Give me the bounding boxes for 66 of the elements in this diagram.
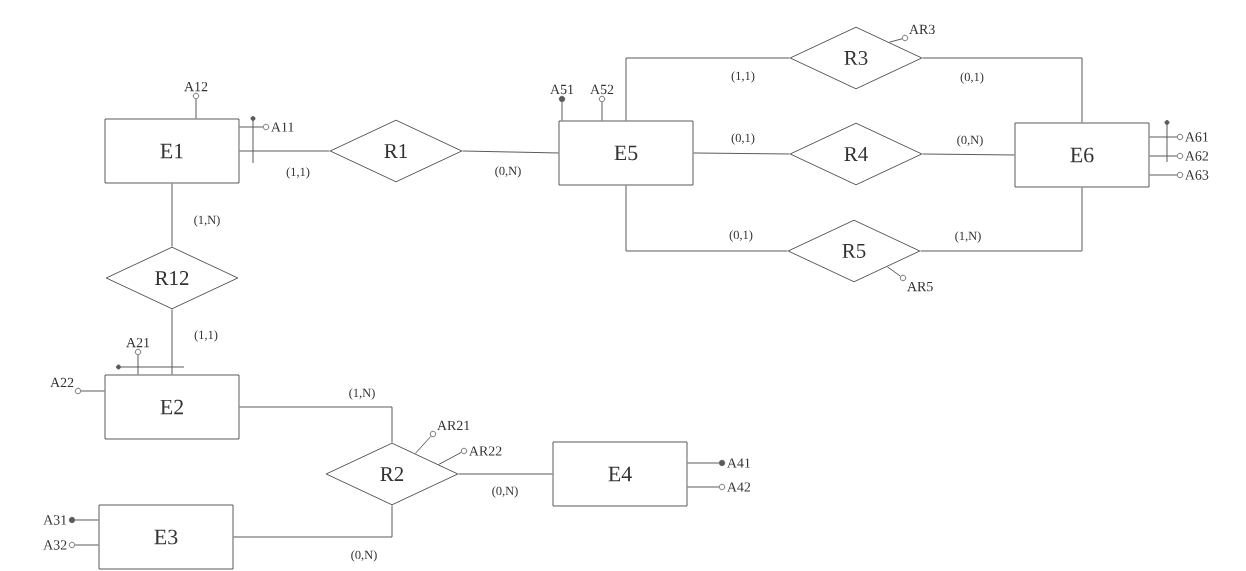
connector — [462, 150, 559, 154]
attribute-label: A21 — [126, 337, 150, 348]
attribute-line — [137, 354, 139, 375]
attribute-label: A22 — [50, 377, 74, 388]
cardinality-label: (0,N) — [957, 135, 983, 147]
attribute-line — [74, 544, 99, 546]
entity-box: E5 — [558, 120, 694, 186]
connector — [693, 152, 790, 155]
cardinality-label: (1,N) — [955, 231, 981, 243]
attribute-label: A32 — [43, 540, 67, 550]
attribute-line — [74, 519, 99, 521]
cardinality-label: (1,1) — [194, 330, 218, 342]
attribute-line — [1149, 155, 1178, 157]
attribute-label: AR21 — [437, 420, 470, 431]
cardinality-label: (1,1) — [286, 167, 310, 179]
connector — [922, 153, 1015, 156]
attribute-label: A61 — [1185, 132, 1209, 142]
cardinality-label: (0,1) — [731, 133, 755, 145]
cardinality-label: (0,1) — [729, 230, 753, 242]
connector — [458, 473, 553, 475]
attribute-line — [438, 451, 462, 466]
attribute-label: A51 — [550, 84, 574, 95]
attribute-label: A63 — [1185, 170, 1209, 180]
cardinality-label: (1,N) — [349, 388, 375, 400]
attribute-label: A12 — [184, 81, 208, 92]
attribute-line — [687, 462, 720, 464]
connector — [625, 185, 788, 252]
connector — [233, 505, 393, 538]
attribute-label: AR3 — [909, 24, 935, 35]
attribute-label: A42 — [727, 482, 751, 492]
cardinality-label: (0,N) — [495, 166, 521, 178]
attribute-label: AR22 — [469, 446, 502, 456]
attribute-label: A11 — [271, 122, 294, 132]
connector — [239, 406, 393, 443]
attribute-line — [886, 266, 901, 277]
cardinality-label: (1,1) — [731, 71, 755, 83]
attribute-label: A31 — [43, 515, 67, 525]
attribute-line — [1149, 136, 1178, 138]
attribute-line — [80, 390, 105, 392]
attribute-line — [561, 101, 563, 121]
attribute-line — [687, 486, 720, 488]
attribute-line — [888, 38, 903, 43]
attribute-label: A62 — [1185, 151, 1209, 161]
attribute-line — [414, 435, 432, 454]
entity-box: E3 — [98, 504, 234, 570]
connector — [171, 309, 173, 375]
cardinality-label: (1,N) — [194, 215, 220, 227]
cardinality-label: (0,N) — [492, 486, 518, 498]
connector — [171, 183, 173, 247]
attribute-label: A52 — [590, 84, 614, 95]
attribute-line — [239, 126, 264, 128]
entity-box: E2 — [104, 374, 240, 440]
cardinality-label: (0,1) — [960, 72, 984, 84]
attribute-label: AR5 — [907, 281, 933, 292]
entity-box: E6 — [1014, 122, 1150, 188]
connector — [920, 187, 1083, 252]
attribute-line — [1149, 174, 1178, 176]
connector — [625, 57, 790, 121]
attribute-label: A41 — [727, 458, 751, 468]
cardinality-label: (0,N) — [351, 550, 377, 562]
entity-box: E4 — [552, 441, 688, 507]
connector — [239, 150, 330, 152]
attribute-line — [195, 98, 197, 119]
entity-box: E1 — [104, 118, 240, 184]
connector — [922, 57, 1083, 123]
attribute-line — [601, 101, 603, 121]
